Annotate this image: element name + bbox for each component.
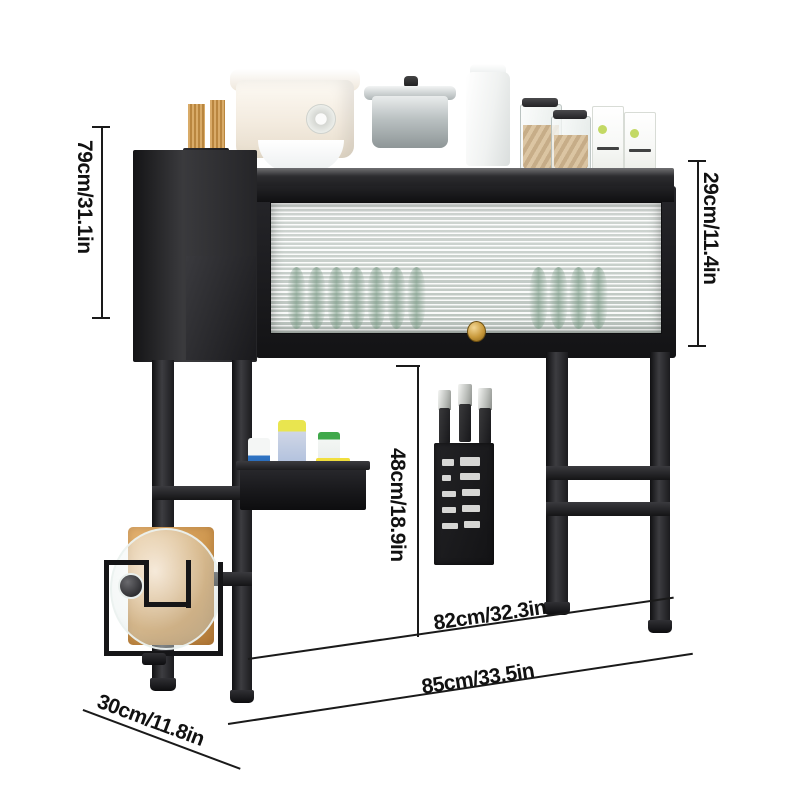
dimension-tick xyxy=(688,345,706,347)
board-holder-wire xyxy=(186,560,191,608)
stacked-plates xyxy=(307,267,326,329)
dimension-label-overall-height: 79cm/31.1in xyxy=(73,140,96,254)
basket-rim xyxy=(236,461,370,470)
leveling-foot xyxy=(230,690,254,703)
crossbar-right-upper xyxy=(546,466,670,480)
upper-left-inner-panel xyxy=(186,256,256,360)
snack-package xyxy=(592,106,624,172)
board-holder-wire xyxy=(144,560,149,606)
dimension-label-cabinet-height: 29cm/11.4in xyxy=(699,172,722,285)
cabinet-knob[interactable] xyxy=(467,321,486,342)
stacked-plates xyxy=(347,267,366,329)
stainless-pot xyxy=(372,96,448,148)
rice-cooker-vent-icon xyxy=(306,104,336,134)
dimension-line-under-shelf-height xyxy=(417,365,419,637)
stacked-plates xyxy=(569,267,588,329)
white-thermos xyxy=(466,72,510,166)
crossbar-right-lower xyxy=(546,502,670,516)
dimension-tick xyxy=(92,126,110,128)
stacked-plates xyxy=(367,267,386,329)
board-holder-wire xyxy=(218,562,223,656)
fluted-glass-door[interactable] xyxy=(270,202,662,342)
dimension-label-under-shelf-height: 48cm/18.9in xyxy=(386,448,409,562)
chopsticks xyxy=(210,100,225,152)
cleaning-supplies-basket xyxy=(240,466,366,510)
leveling-foot xyxy=(150,678,176,691)
stacked-plates xyxy=(549,267,568,329)
leg-rear-right xyxy=(650,352,670,620)
board-holder-wire xyxy=(144,602,190,607)
stacked-plates xyxy=(287,267,306,329)
dimension-line-cabinet-height xyxy=(697,160,699,346)
dimension-tick xyxy=(92,317,110,319)
dimension-line-overall-height xyxy=(101,126,103,318)
top-shelf-front-rail xyxy=(182,186,674,202)
stacked-plates xyxy=(589,267,608,329)
snack-package xyxy=(624,112,656,172)
leveling-foot xyxy=(648,620,672,633)
pot-lid-handle xyxy=(118,573,144,599)
glass-jar xyxy=(551,116,591,172)
leg-rear-left xyxy=(232,360,252,690)
pot-lid-knob xyxy=(404,76,418,88)
stacked-plates xyxy=(529,267,548,329)
glass-jar-cap xyxy=(522,98,558,107)
dimension-tick xyxy=(688,160,706,162)
board-holder-wire xyxy=(104,560,148,565)
stacked-plates xyxy=(407,267,426,329)
stacked-plates xyxy=(327,267,346,329)
board-holder-wire xyxy=(104,560,109,656)
knife-block xyxy=(434,443,494,565)
board-holder-foot xyxy=(142,653,166,665)
glass-door-cabinet[interactable] xyxy=(256,186,676,358)
stacked-plates xyxy=(387,267,406,329)
ceramic-bowl xyxy=(258,140,344,172)
dimension-tick xyxy=(396,365,420,367)
crossbar-left-upper xyxy=(152,486,252,500)
chopsticks xyxy=(188,104,205,152)
glass-jar-cap xyxy=(553,110,587,119)
